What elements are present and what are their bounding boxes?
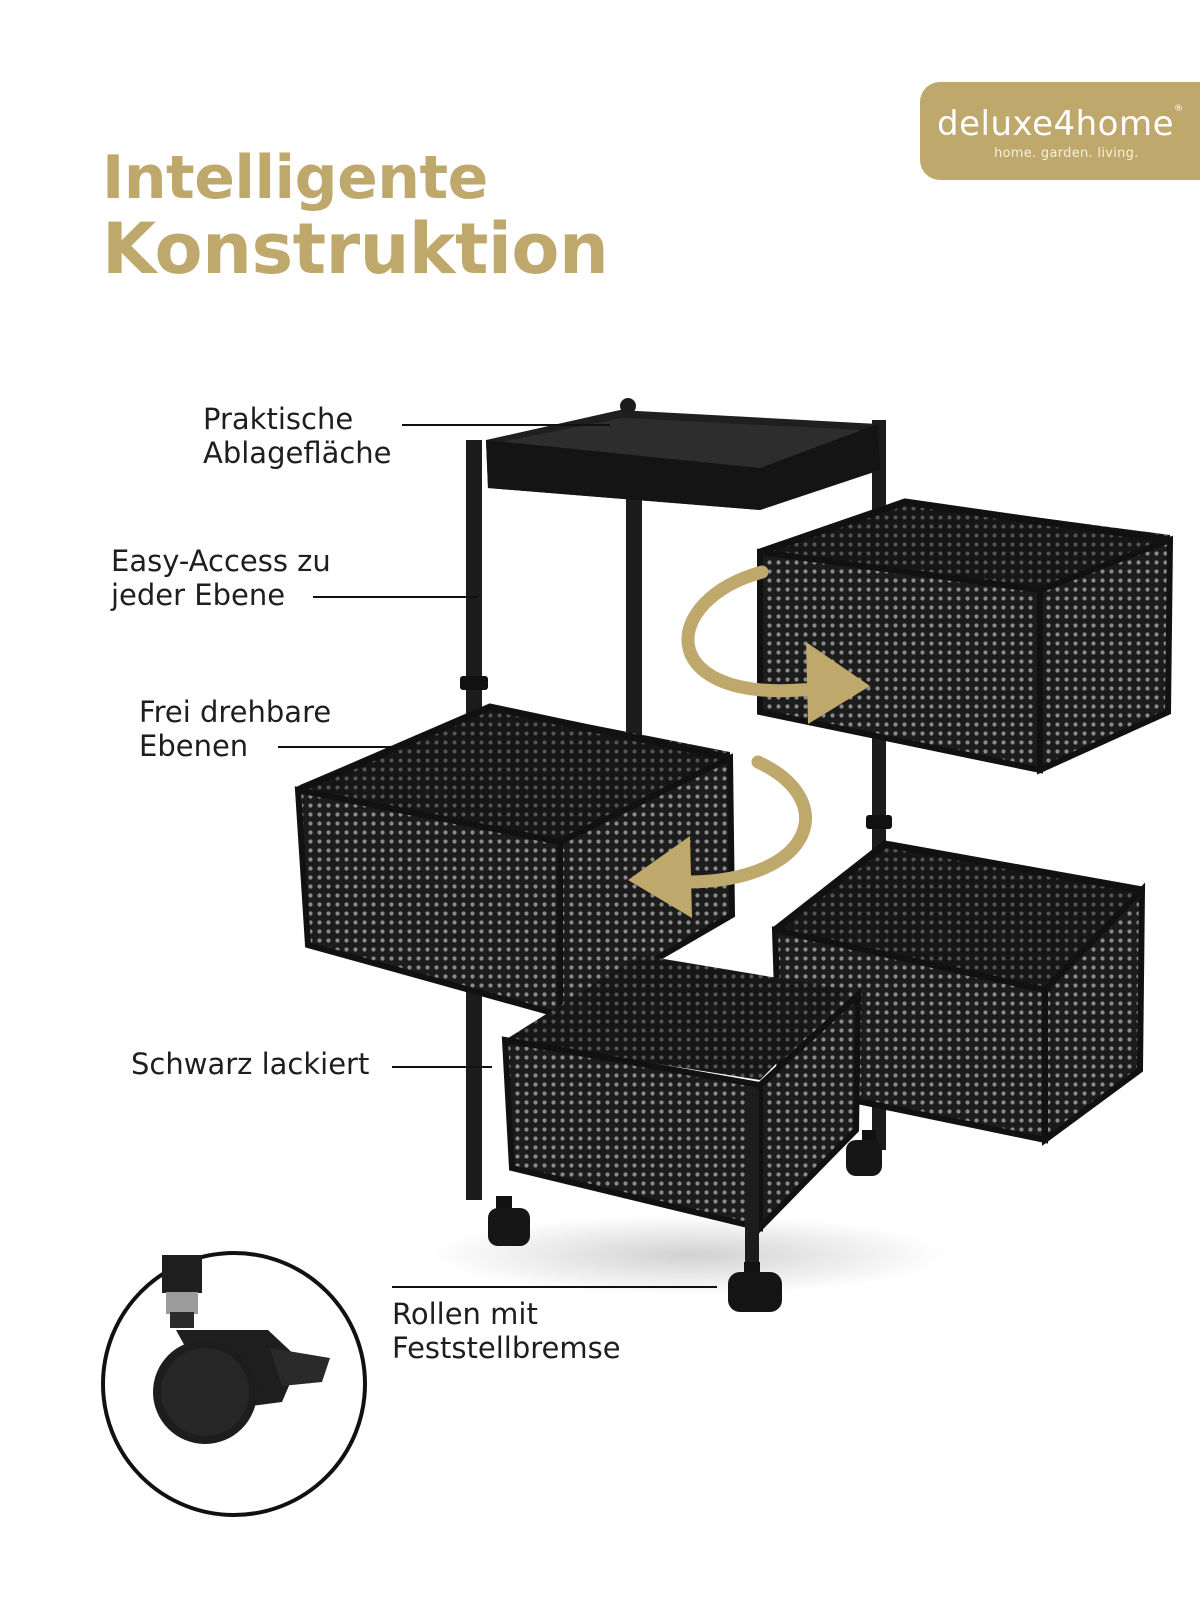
- callout-finish-line1: Schwarz lackiert: [131, 1047, 370, 1081]
- callout-top-shelf: Praktische Ablagefläche: [203, 402, 392, 470]
- callout-rotating-line1: Frei drehbare: [139, 695, 332, 729]
- callout-top-shelf-line2: Ablagefläche: [203, 436, 392, 470]
- caster-wheel-icon: [101, 1251, 367, 1517]
- callout-finish: Schwarz lackiert: [131, 1047, 369, 1081]
- brand-logo: deluxe4home® home. garden. living.: [920, 82, 1200, 180]
- callout-easy-access-line2: jeder Ebene: [111, 578, 286, 612]
- callout-wheels-line2: Feststellbremse: [392, 1331, 621, 1365]
- left-post-joint: [460, 676, 488, 690]
- callout-easy-access-line1: Easy-Access zu: [111, 544, 331, 578]
- front-post: [745, 1090, 759, 1265]
- logo-tagline: home. garden. living.: [994, 146, 1139, 161]
- leader-line-wheels: [392, 1286, 717, 1288]
- floor-shadow: [430, 1215, 950, 1295]
- top-tray: [486, 398, 880, 510]
- page-title-line2: Konstruktion: [102, 208, 609, 290]
- curved-arrow-icon: [681, 565, 870, 724]
- caster-right: [846, 1130, 882, 1176]
- callout-wheels: Rollen mit Feststellbremse: [392, 1297, 621, 1365]
- page-title-line1: Intelligente: [102, 143, 488, 213]
- callout-wheels-line1: Rollen mit: [392, 1297, 538, 1331]
- logo-wordmark: deluxe4home®: [937, 104, 1184, 144]
- caster-front: [728, 1262, 782, 1312]
- callout-rotating-line2: Ebenen: [139, 729, 249, 763]
- curved-arrow-icon-lower: [628, 755, 812, 918]
- right-post-joint: [866, 815, 892, 829]
- callout-easy-access: Easy-Access zu jeder Ebene: [111, 544, 331, 612]
- callout-rotating-levels: Frei drehbare Ebenen: [139, 695, 331, 763]
- bottom-basket: [501, 955, 862, 1236]
- logo-wordmark-text: deluxe4home: [937, 104, 1175, 144]
- leader-line-top-shelf: [402, 424, 610, 426]
- page-title: Intelligente Konstruktion: [102, 143, 609, 290]
- logo-registered-mark: ®: [1174, 104, 1184, 114]
- caster-left: [488, 1196, 530, 1246]
- leader-line-finish: [392, 1066, 492, 1068]
- leader-line-rotating: [278, 746, 430, 748]
- leader-line-easy-access: [313, 596, 478, 598]
- callout-top-shelf-line1: Praktische: [203, 402, 354, 436]
- upper-right-basket: [757, 498, 1174, 775]
